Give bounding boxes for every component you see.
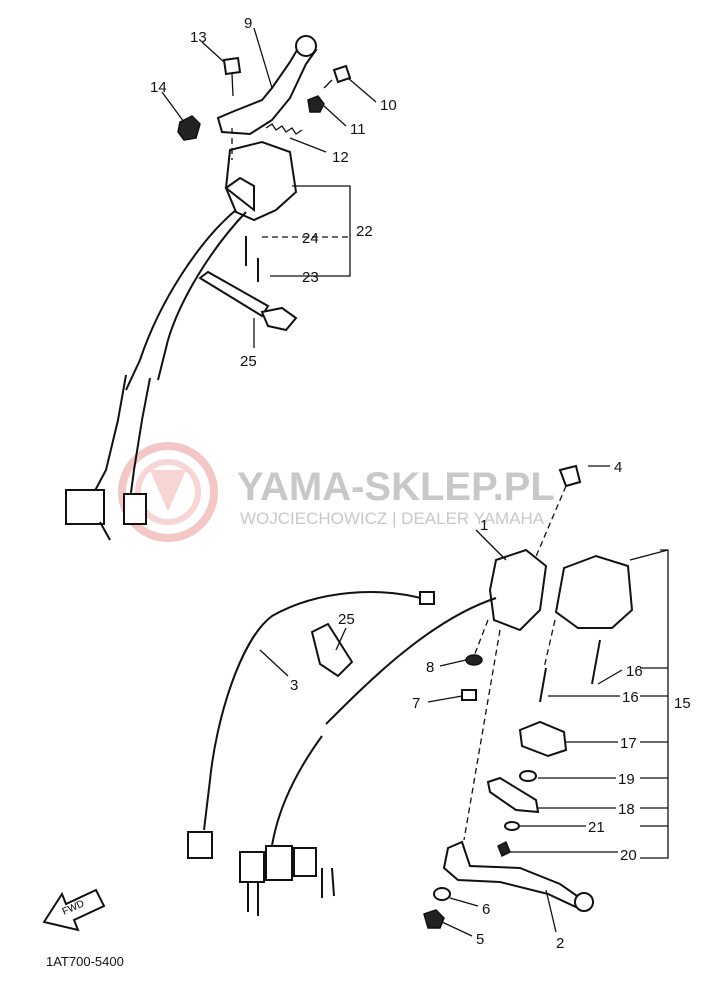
callout-16a: 16 — [626, 663, 643, 680]
part-16-screw-a — [591, 639, 601, 685]
upper-harness-wire-a — [125, 209, 237, 391]
leader-lines — [161, 27, 668, 937]
callout-10: 10 — [380, 97, 397, 114]
part-16-screw-b — [539, 667, 547, 703]
part-8-washer — [465, 654, 483, 666]
fwd-arrow: FWD — [42, 888, 106, 932]
callout-numbers: 1 2 3 4 5 6 7 8 9 10 11 12 13 14 15 16 1… — [150, 15, 691, 952]
callout-21: 21 — [588, 819, 605, 836]
part-13-bolt — [222, 56, 242, 76]
lower-connector-b — [265, 845, 293, 881]
callout-24: 24 — [302, 230, 319, 247]
callout-14: 14 — [150, 79, 167, 96]
callout-4: 4 — [614, 459, 622, 476]
part-6-pin — [433, 887, 451, 901]
callout-3: 3 — [290, 677, 298, 694]
part-7-bolt — [461, 689, 477, 701]
part-11-nut — [307, 95, 325, 113]
cable-tie-buckle — [260, 306, 298, 332]
lower-lever-assembly — [187, 464, 669, 929]
cable-end-fitting — [419, 591, 435, 605]
callout-8: 8 — [426, 659, 434, 676]
callout-15: 15 — [674, 695, 691, 712]
lower-harness-wire — [325, 597, 497, 725]
part-25-cable-tie — [198, 270, 270, 318]
callout-5: 5 — [476, 931, 484, 948]
callout-25-upper: 25 — [240, 353, 257, 370]
part-15-switch-housing — [554, 554, 634, 629]
part-17-throttle-part — [518, 720, 568, 758]
callout-7: 7 — [412, 695, 420, 712]
diagram-code: 1AT700-5400 — [46, 954, 124, 969]
part-1-holder — [488, 548, 548, 632]
callout-9: 9 — [244, 15, 252, 32]
switch-housing-lower — [224, 176, 255, 213]
watermark-subtitle: WOJCIECHOWICZ | DEALER YAMAHA — [240, 509, 545, 528]
part-25-cable-tie-lower — [310, 622, 354, 678]
brake-lever-ball — [574, 892, 594, 912]
watermark: YAMA-SKLEP.PL WOJCIECHOWICZ | DEALER YAM… — [118, 442, 555, 542]
part-4-bolt — [558, 464, 582, 488]
part-3-connector — [187, 831, 213, 859]
part-14-nut — [177, 115, 201, 141]
upper-harness-wire-b — [157, 211, 247, 381]
callout-20: 20 — [620, 847, 637, 864]
callout-19: 19 — [618, 771, 635, 788]
lower-connector-c — [293, 847, 317, 877]
part-10-bolt — [332, 64, 352, 84]
callout-12: 12 — [332, 149, 349, 166]
callout-13: 13 — [190, 29, 207, 46]
callout-23: 23 — [302, 269, 319, 286]
upper-connector-right — [123, 493, 147, 525]
callout-17: 17 — [620, 735, 637, 752]
callout-11: 11 — [350, 121, 366, 138]
upper-connector-left — [65, 489, 105, 525]
callout-6: 6 — [482, 901, 490, 918]
part-12-spring — [265, 123, 303, 135]
part-18-switch-part — [486, 776, 540, 814]
callout-22: 22 — [356, 223, 373, 240]
callout-18: 18 — [618, 801, 635, 818]
callout-25-lower: 25 — [338, 611, 355, 628]
lever-ball-end — [295, 35, 317, 57]
part-19-washer — [519, 770, 537, 782]
part-21-spacer — [504, 821, 520, 831]
yamaha-logo-watermark — [118, 442, 218, 542]
part-20-screw — [497, 840, 511, 858]
callout-16b: 16 — [622, 689, 639, 706]
callout-2: 2 — [556, 935, 564, 952]
callout-1: 1 — [480, 517, 488, 534]
part-3-cable — [203, 591, 429, 831]
lower-connector-a — [239, 851, 265, 883]
part-5-nut — [423, 909, 445, 929]
watermark-title: YAMA-SKLEP.PL — [237, 465, 555, 509]
